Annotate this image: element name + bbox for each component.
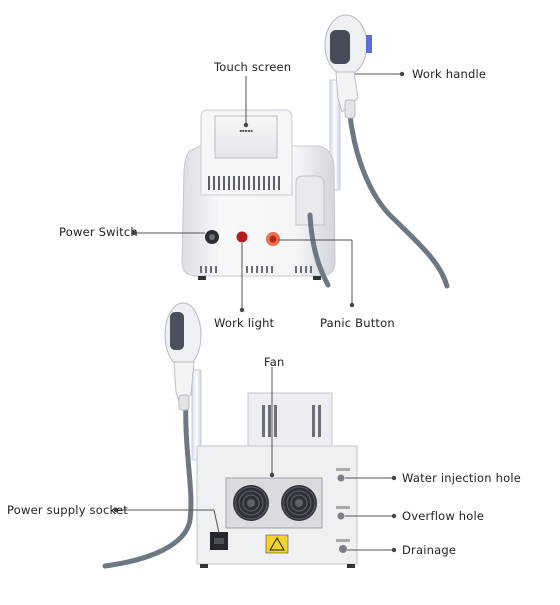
rear-work-handle — [164, 302, 202, 411]
leader-lines — [113, 71, 405, 553]
front-view-machine: ▪▪▪▪▪ — [181, 14, 450, 289]
label-work-light: Work light — [214, 316, 275, 330]
label-water-injection-hole: Water injection hole — [402, 471, 522, 485]
overflow-port — [337, 512, 345, 520]
label-fan: Fan — [264, 355, 285, 369]
handle-cable — [347, 112, 450, 289]
work-handle — [324, 14, 372, 119]
label-power-switch: Power Switch — [59, 225, 138, 239]
label-touch-screen: Touch screen — [214, 60, 292, 74]
svg-text:▪▪▪▪▪: ▪▪▪▪▪ — [239, 128, 253, 133]
water-injection-port — [337, 474, 345, 482]
label-power-supply-socket: Power supply socket — [7, 503, 128, 517]
work-light-indicator — [236, 231, 248, 243]
rear-handle-cable — [102, 397, 194, 569]
label-work-handle: Work handle — [412, 67, 487, 81]
warning-sticker — [265, 534, 289, 554]
drainage-port — [339, 545, 347, 553]
front-vent — [208, 176, 280, 190]
label-drainage: Drainage — [402, 543, 457, 557]
fan-right — [281, 485, 317, 521]
fan-left — [233, 485, 269, 521]
label-panic-button: Panic Button — [320, 316, 395, 330]
label-overflow-hole: Overflow hole — [402, 509, 485, 523]
rear-view-machine — [102, 302, 358, 569]
